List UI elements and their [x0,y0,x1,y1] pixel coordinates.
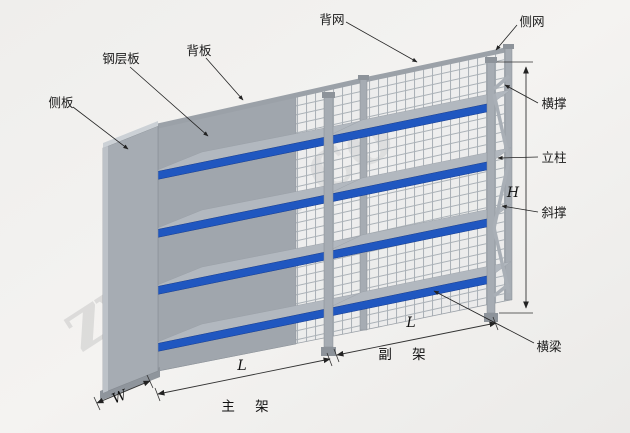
upright-column-middle-cap [322,92,335,98]
back-upright-middle-cap [358,75,369,80]
label-side-panel: 侧板 [48,95,74,110]
label-back-mesh: 背网 [319,12,344,27]
upright-column-middle-foot [321,347,336,356]
leader-side-mesh [495,24,518,51]
main-frame-label: 主 架 [221,399,276,415]
dim-label-length-sub: L [405,315,415,331]
label-back-panel: 背板 [186,43,212,58]
upright-column-right-foot [484,313,498,322]
label-diagonal-brace: 斜撑 [541,205,567,220]
dim-label-height: H [506,185,520,201]
dim-line-length-main [157,357,331,396]
leader-diagonal-brace [501,204,539,213]
diagonal-brace [492,159,511,229]
label-steel-shelf: 钢层板 [102,51,140,66]
dim-line-width [96,380,151,404]
diagonal-brace [492,93,511,161]
leader-back-mesh [345,21,418,63]
horizontal-brace [492,74,511,91]
upright-column-middle [323,96,334,348]
callout-leaders [72,21,539,344]
side-panel-front-edge [103,146,108,393]
leader-upright-column [497,155,539,160]
leader-horizontal-brace [504,84,539,104]
dim-tick [93,396,101,411]
dimension-annotations: H W L 主 架 L 副 架 [93,61,533,415]
callout-labels: 侧板 钢层板 背板 背网 侧网 横撑 立柱 斜撑 横梁 [48,12,567,354]
diagonal-brace [492,227,511,294]
label-cross-beam: 横梁 [536,339,562,354]
sub-frame-label: 副 架 [378,347,433,363]
back-upright-right-cap [503,44,514,49]
side-panel [102,125,159,394]
upright-column-right-cap [485,57,497,63]
leader-back-panel [205,57,244,101]
rack-illustration [100,44,514,401]
label-horizontal-brace: 横撑 [541,96,567,111]
dim-line-length-sub [336,321,497,357]
leader-steel-shelf [129,66,209,137]
dim-label-length-main: L [236,358,246,374]
side-panel-top-edge [103,121,158,148]
leader-cross-beam [433,290,535,344]
leader-side-panel [72,106,129,150]
label-side-mesh: 侧网 [519,14,544,29]
label-upright-column: 立柱 [541,150,566,165]
